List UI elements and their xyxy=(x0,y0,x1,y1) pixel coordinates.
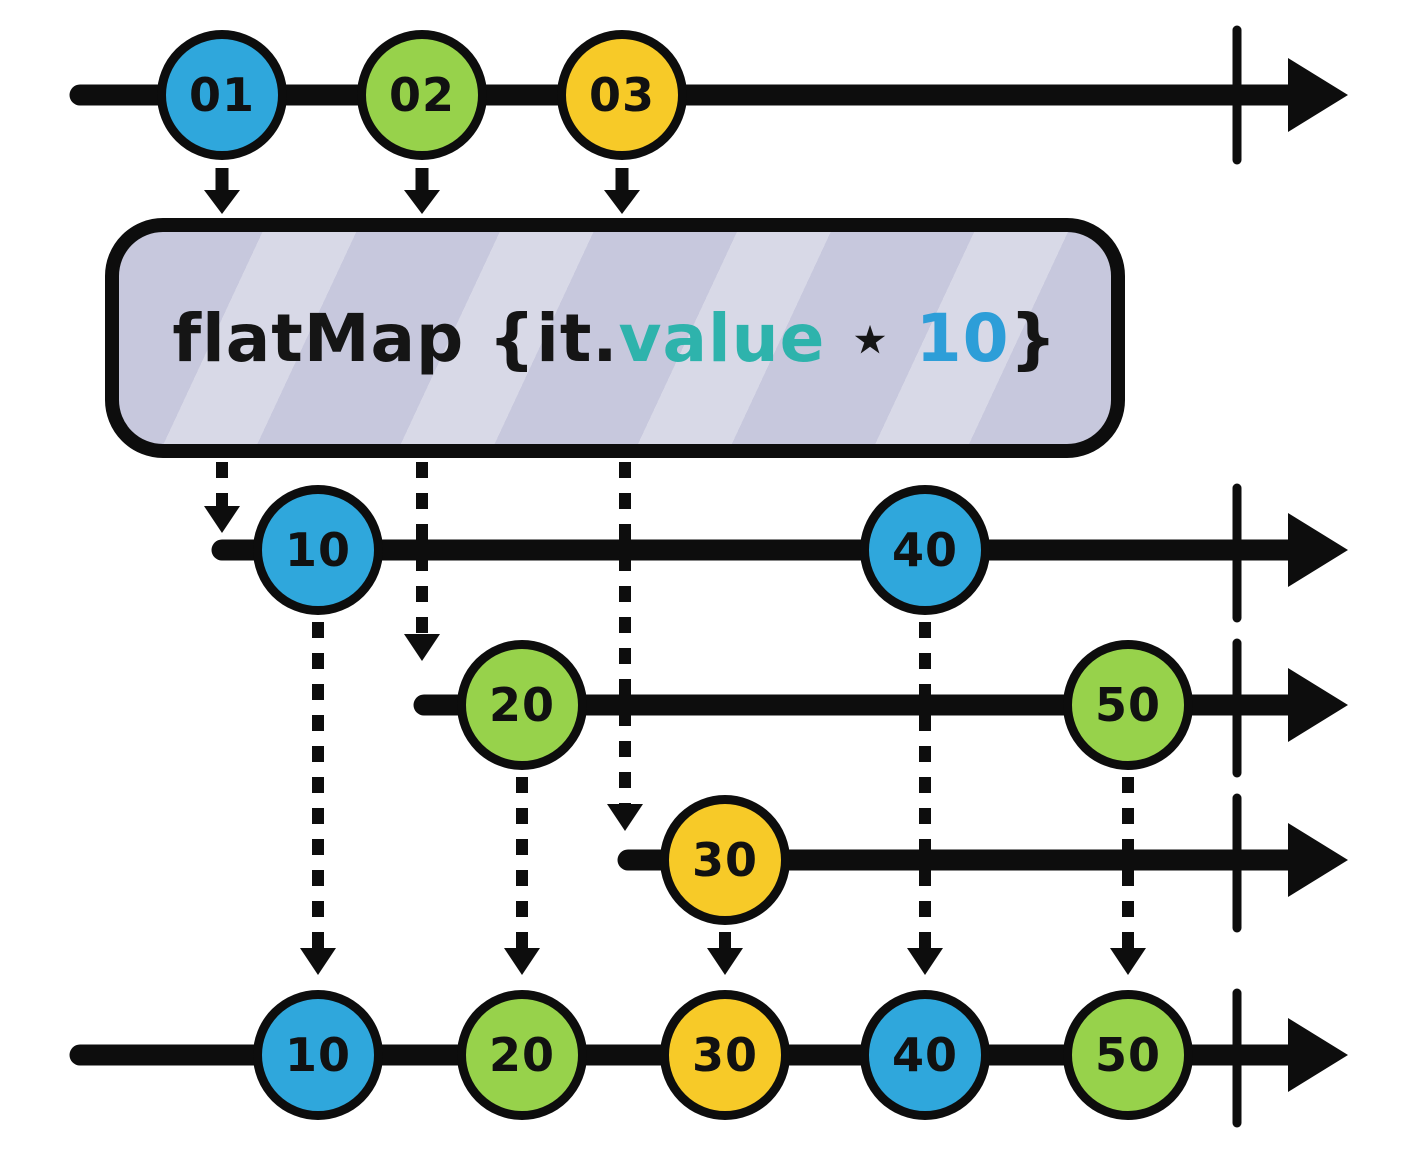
inner2-marble-20: 20 xyxy=(457,640,587,770)
operator-text-suffix: } xyxy=(1009,299,1058,377)
operator-text-prefix: flatMap {it. xyxy=(172,299,619,377)
source-marble-01: 01 xyxy=(157,30,287,160)
inner2-marble-50: 50 xyxy=(1063,640,1193,770)
operator-text-star: ⋆ xyxy=(825,299,916,377)
result-marble-30: 30 xyxy=(660,990,790,1120)
inner1-marble-40: 40 xyxy=(860,485,990,615)
source-to-operator-arrows xyxy=(204,168,640,214)
inner-to-result-arrows xyxy=(300,622,1146,975)
flatmap-operator-label: flatMap {it.value ⋆ 10} xyxy=(172,300,1057,377)
source-marble-02: 02 xyxy=(357,30,487,160)
source-marble-03: 03 xyxy=(557,30,687,160)
operator-to-inner-arrows xyxy=(204,462,643,831)
result-marble-40: 40 xyxy=(860,990,990,1120)
inner3-marble-30: 30 xyxy=(660,795,790,925)
flatmap-operator-box: flatMap {it.value ⋆ 10} xyxy=(105,218,1125,458)
operator-text-ten: 10 xyxy=(915,299,1010,377)
inner1-marble-10: 10 xyxy=(253,485,383,615)
result-marble-10: 10 xyxy=(253,990,383,1120)
inner-stream-1-timeline xyxy=(211,483,1348,623)
result-marble-20: 20 xyxy=(457,990,587,1120)
operator-text-value: value xyxy=(618,299,826,377)
result-marble-50: 50 xyxy=(1063,990,1193,1120)
